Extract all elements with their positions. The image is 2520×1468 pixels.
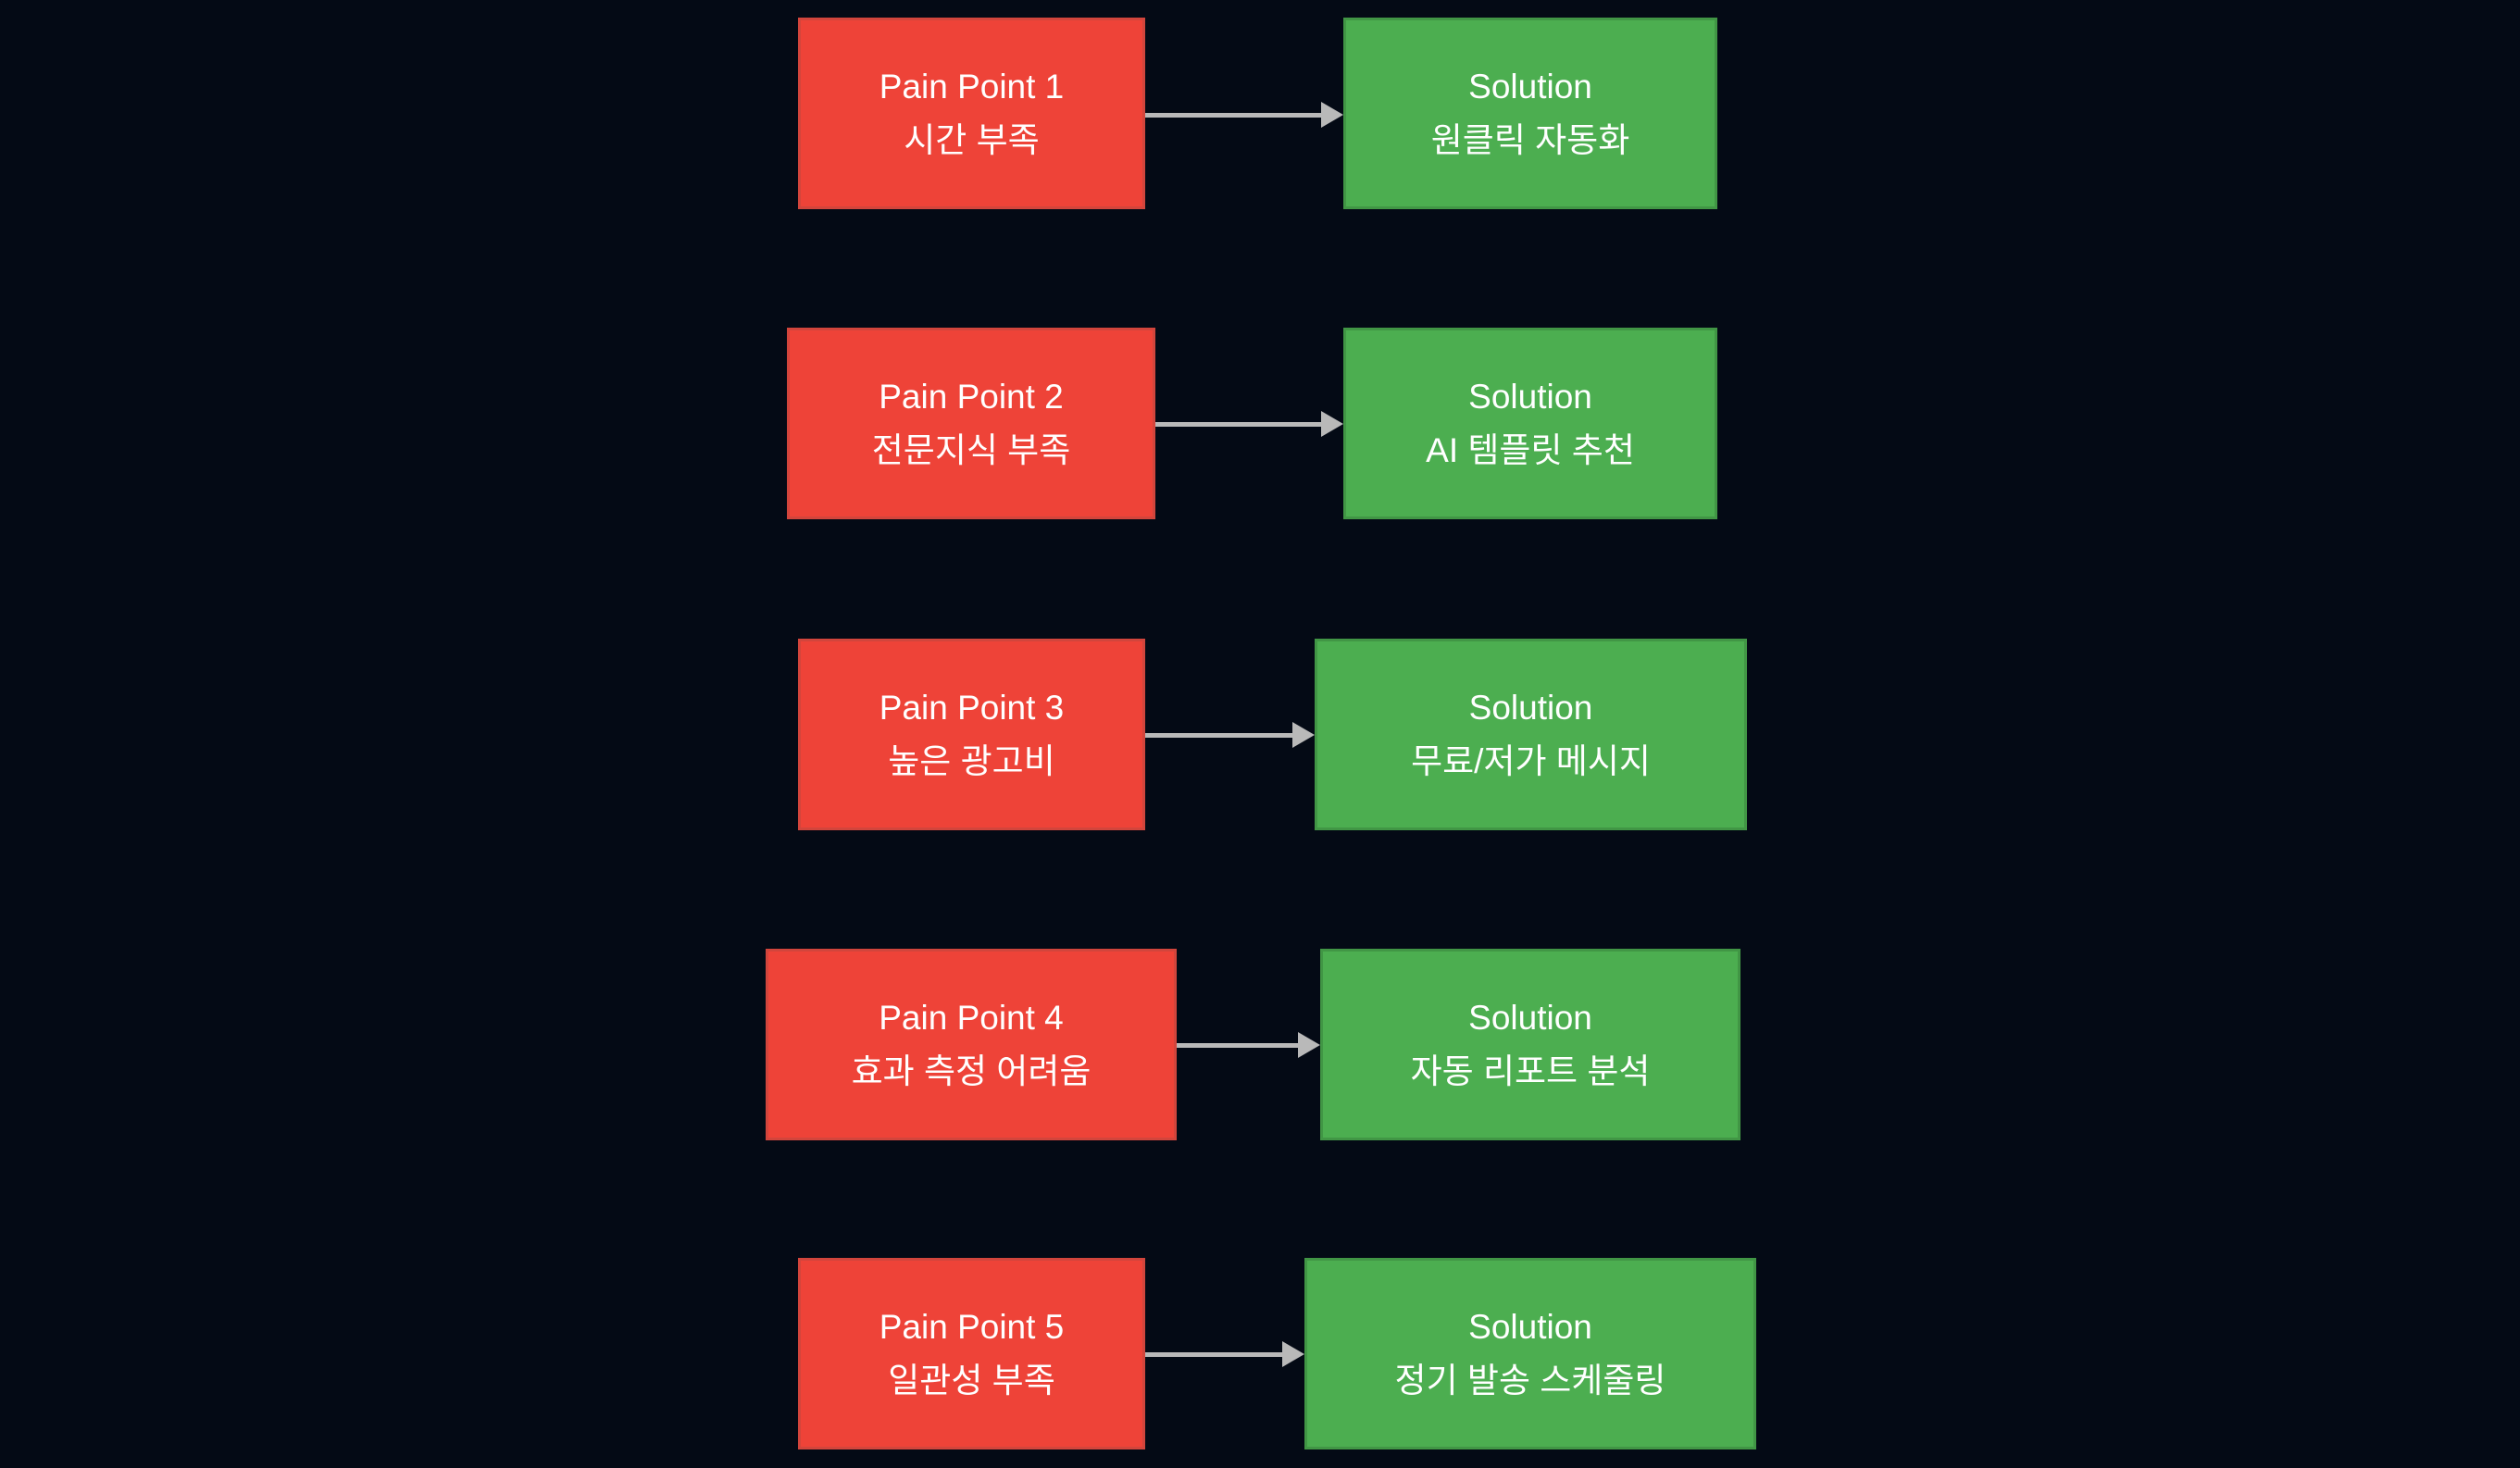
solution-4-title: Solution	[1468, 998, 1592, 1037]
arrow-line	[1145, 732, 1292, 738]
arrow-pain1-to-solution1	[1145, 102, 1343, 128]
pain-point-4-title: Pain Point 4	[879, 998, 1064, 1037]
pain-point-4-subtitle: 효과 측정 어려움	[851, 1051, 1092, 1090]
pain-point-5-subtitle: 일관성 부족	[888, 1361, 1055, 1400]
arrow-head-icon	[1292, 722, 1315, 748]
solution-5-subtitle: 정기 발송 스케줄링	[1394, 1361, 1666, 1400]
pain-point-1-subtitle: 시간 부족	[904, 120, 1040, 159]
pain-point-2-node: Pain Point 2 전문지식 부족	[787, 328, 1155, 519]
solution-5-title: Solution	[1468, 1307, 1592, 1346]
arrow-head-icon	[1321, 411, 1343, 437]
solution-3-node: Solution 무료/저가 메시지	[1315, 639, 1747, 830]
arrow-line	[1155, 421, 1321, 427]
pain-point-1-node: Pain Point 1 시간 부족	[798, 18, 1145, 209]
pain-point-3-title: Pain Point 3	[879, 688, 1065, 727]
solution-2-node: Solution AI 템플릿 추천	[1343, 328, 1717, 519]
pain-point-5-node: Pain Point 5 일관성 부족	[798, 1258, 1145, 1449]
pain-point-1-title: Pain Point 1	[879, 67, 1065, 106]
solution-4-subtitle: 자동 리포트 분석	[1410, 1051, 1651, 1090]
solution-3-subtitle: 무료/저가 메시지	[1411, 741, 1651, 780]
pain-point-4-node: Pain Point 4 효과 측정 어려움	[766, 949, 1177, 1140]
arrow-pain4-to-solution4	[1177, 1032, 1320, 1058]
solution-2-subtitle: AI 템플릿 추천	[1426, 430, 1635, 469]
arrow-head-icon	[1282, 1341, 1304, 1367]
arrow-pain2-to-solution2	[1155, 411, 1343, 437]
pain-point-2-title: Pain Point 2	[879, 377, 1064, 416]
solution-2-title: Solution	[1468, 377, 1592, 416]
arrow-line	[1145, 112, 1321, 118]
pain-point-2-subtitle: 전문지식 부족	[871, 430, 1071, 469]
arrow-line	[1177, 1042, 1298, 1048]
solution-1-node: Solution 원클릭 자동화	[1343, 18, 1717, 209]
arrow-pain5-to-solution5	[1145, 1341, 1304, 1367]
pain-point-5-title: Pain Point 5	[879, 1307, 1065, 1346]
arrow-pain3-to-solution3	[1145, 722, 1315, 748]
arrow-head-icon	[1298, 1032, 1320, 1058]
pain-point-3-node: Pain Point 3 높은 광고비	[798, 639, 1145, 830]
solution-4-node: Solution 자동 리포트 분석	[1320, 949, 1740, 1140]
solution-1-title: Solution	[1468, 67, 1592, 106]
solution-1-subtitle: 원클릭 자동화	[1430, 120, 1630, 159]
pain-point-3-subtitle: 높은 광고비	[888, 741, 1055, 780]
solution-5-node: Solution 정기 발송 스케줄링	[1304, 1258, 1756, 1449]
arrow-line	[1145, 1351, 1282, 1357]
solution-3-title: Solution	[1468, 688, 1593, 727]
arrow-head-icon	[1321, 102, 1343, 128]
